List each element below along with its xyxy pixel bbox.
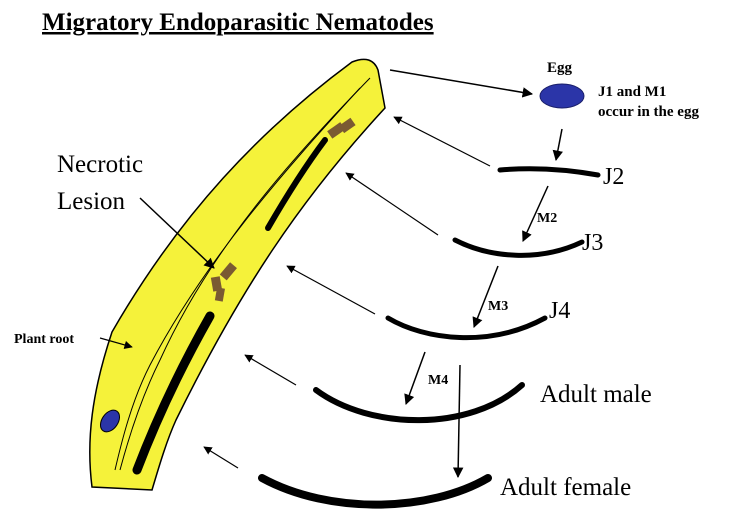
nematode-j2 xyxy=(500,169,598,175)
nematode-adult-male xyxy=(316,385,522,420)
molt-arrow-m3 xyxy=(474,266,498,327)
j3-label: J3 xyxy=(582,230,603,256)
arrow-j3-to-root xyxy=(346,173,438,235)
arrow-j2-to-root xyxy=(394,117,490,166)
molt-arrow-m4-male xyxy=(406,352,425,404)
nematode-j3 xyxy=(455,240,582,255)
egg-label: Egg xyxy=(547,60,573,76)
j2-label: J2 xyxy=(603,164,624,190)
nematode-adult-female xyxy=(262,478,488,505)
m4-label: M4 xyxy=(428,373,448,388)
necrotic-label-line2: Lesion xyxy=(57,188,126,215)
egg-icon xyxy=(540,84,584,108)
arrow-egg-to-j2 xyxy=(556,129,562,160)
diagram-title: Migratory Endoparasitic Nematodes xyxy=(42,9,434,36)
j4-label: J4 xyxy=(549,298,570,324)
arrow-root-to-egg xyxy=(390,70,532,94)
arrow-male-to-root xyxy=(245,355,296,385)
egg-note-line1: J1 and M1 xyxy=(598,84,666,100)
m3-label: M3 xyxy=(488,299,508,314)
molt-arrow-m4-female xyxy=(458,365,460,477)
adult-female-label: Adult female xyxy=(500,474,631,501)
adult-male-label: Adult male xyxy=(540,381,652,408)
arrow-j4-to-root xyxy=(287,266,375,314)
plant-root-label: Plant root xyxy=(14,332,74,347)
egg-note-line2: occur in the egg xyxy=(598,104,699,120)
nematode-j4 xyxy=(388,318,545,338)
necrotic-label-line1: Necrotic xyxy=(57,151,143,178)
m2-label: M2 xyxy=(537,211,557,226)
plant-root xyxy=(90,59,385,490)
arrow-female-to-root xyxy=(204,447,238,468)
